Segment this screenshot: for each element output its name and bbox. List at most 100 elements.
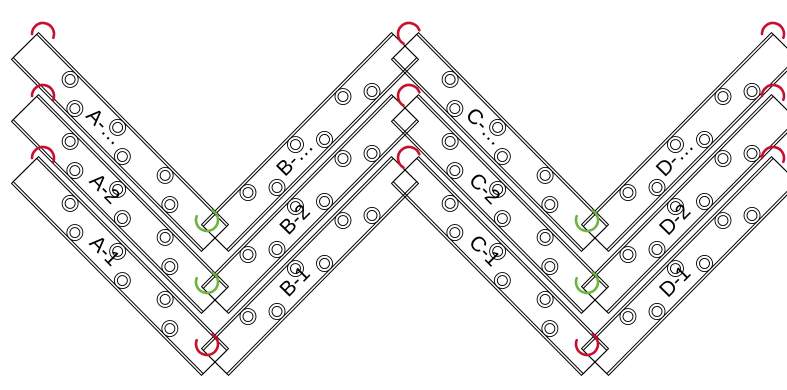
strip-segment-c-row-3 (390, 32, 610, 252)
mounting-hole (536, 291, 554, 308)
mounting-hole-inner (492, 184, 504, 195)
mounting-hole (268, 303, 286, 320)
mounting-hole (268, 179, 286, 196)
mounting-hole-inner (116, 151, 128, 162)
strip-segment-c-row-2 (390, 94, 610, 314)
mounting-hole-inner (444, 136, 456, 147)
mounting-hole-inner (496, 275, 508, 286)
mounting-hole-inner (449, 227, 461, 238)
mounting-hole-inner (159, 232, 171, 243)
mounting-hole (113, 148, 131, 165)
mounting-hole (714, 150, 732, 167)
mounting-hole-inner (539, 232, 551, 243)
mounting-hole-inner (69, 103, 81, 114)
end-connector (760, 145, 786, 164)
mounting-hole (316, 131, 333, 148)
mounting-hole-inner (449, 165, 461, 176)
strip-segment-b-row-2 (200, 94, 420, 314)
mounting-hole-inner (69, 165, 81, 176)
strip-inner-outline (582, 33, 787, 251)
mounting-hole (541, 320, 559, 337)
mounting-hole (287, 136, 304, 153)
strip-outline (580, 156, 787, 376)
mounting-hole (667, 260, 684, 277)
mounting-hole-inner (492, 122, 504, 133)
mounting-hole-inner (337, 91, 349, 102)
mounting-hole (161, 258, 179, 275)
mounting-hole (334, 212, 352, 229)
mounting-hole (441, 133, 459, 150)
mounting-hole-inner (242, 187, 254, 198)
mounting-hole-inner (271, 182, 283, 193)
mounting-hole (316, 255, 333, 272)
mounting-hole (648, 241, 666, 258)
mounting-hole-inner (670, 201, 681, 212)
mounting-hole (696, 131, 713, 148)
mounting-hole-inner (699, 196, 710, 207)
mounting-hole-inner (651, 244, 663, 255)
mounting-hole (648, 303, 666, 320)
mounting-hole-inner (290, 263, 301, 274)
strip-segment-d-row-1 (580, 156, 787, 376)
mounting-hole-inner (699, 134, 710, 145)
mounting-hole (493, 210, 511, 227)
mounting-hole (696, 255, 713, 272)
mounting-hole-inner (337, 215, 349, 226)
mounting-hole-inner (290, 139, 301, 150)
mounting-hole (489, 181, 507, 198)
mounting-hole-inner (159, 294, 171, 305)
mounting-hole-inner (112, 122, 124, 133)
strip-segment-b-row-1 (200, 156, 420, 376)
mounting-hole-inner (64, 74, 76, 85)
mounting-hole-inner (651, 182, 663, 193)
mounting-hole (66, 100, 84, 117)
mounting-hole (363, 83, 381, 100)
mounting-hole-inner (622, 187, 634, 198)
mounting-hole-inner (319, 258, 330, 269)
mounting-hole-inner (544, 261, 556, 272)
mounting-hole-inner (242, 311, 254, 322)
strip-inner-outline (202, 95, 418, 313)
end-connector (30, 83, 56, 102)
mounting-hole (648, 179, 666, 196)
mounting-hole (109, 119, 127, 136)
mounting-hole (714, 88, 732, 105)
strips-layer (10, 32, 787, 376)
mounting-hole-inner (539, 170, 551, 181)
mounting-hole-inner (746, 210, 758, 221)
mounting-hole (316, 193, 333, 210)
strip-segment-d-row-2 (580, 94, 787, 314)
mounting-hole-inner (271, 244, 283, 255)
mounting-hole-inner (444, 74, 456, 85)
mounting-hole-inner (670, 263, 681, 274)
top-joint-connector (396, 83, 421, 107)
mounting-hole (446, 162, 464, 179)
strip-inner-outline (12, 33, 228, 251)
mounting-hole (536, 229, 554, 246)
mounting-hole-inner (496, 213, 508, 224)
mounting-hole-inner (112, 184, 124, 195)
mounting-hole (113, 272, 131, 289)
strip-segment-a-row-1 (10, 156, 230, 376)
label-segment-b-row-3: B-… (272, 135, 318, 181)
mounting-hole-inner (366, 210, 378, 221)
mounting-hole-inner (290, 201, 301, 212)
strip-segment-c-row-1 (390, 156, 610, 376)
mounting-hole-inner (699, 258, 710, 269)
mounting-hole (109, 243, 127, 260)
mounting-hole-inner (164, 261, 176, 272)
mounting-hole (268, 241, 286, 258)
mounting-hole (66, 162, 84, 179)
mounting-hole (743, 145, 761, 162)
mounting-hole (446, 100, 464, 117)
strip-inner-outline (12, 157, 228, 375)
mounting-hole (667, 136, 684, 153)
mounting-hole (489, 243, 507, 260)
mounting-hole-inner (112, 246, 124, 257)
mounting-hole (619, 246, 637, 263)
mounting-hole-inner (622, 311, 634, 322)
strip-inner-outline (582, 95, 787, 313)
mounting-hole (743, 83, 761, 100)
